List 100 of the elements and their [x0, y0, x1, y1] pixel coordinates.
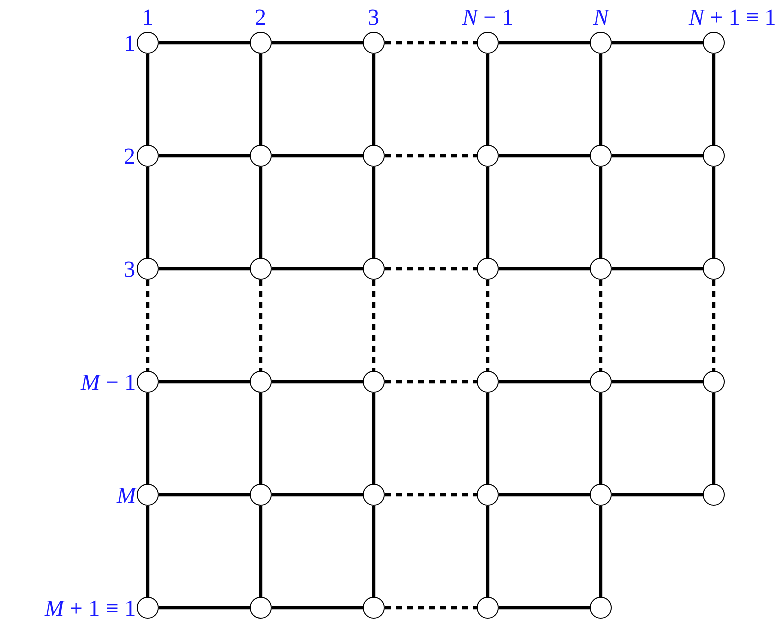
node-circle: [477, 145, 499, 167]
node-circle: [590, 484, 612, 506]
node-circle: [590, 145, 612, 167]
node-circle: [363, 145, 385, 167]
grid-line: [486, 393, 490, 484]
grid-line: [159, 267, 250, 271]
dashed-line: [385, 606, 477, 610]
grid-line: [272, 267, 363, 271]
grid-line: [712, 167, 716, 258]
grid-line: [599, 54, 603, 145]
grid-line: [159, 493, 250, 497]
node-circle: [137, 258, 159, 280]
dashed-line: [385, 380, 477, 384]
node-circle: [250, 371, 272, 393]
dashed-line: [385, 267, 477, 271]
grid-line: [612, 493, 703, 497]
row-index-label: M: [117, 484, 136, 507]
column-index-label: 3: [368, 6, 380, 29]
grid-line: [499, 41, 590, 45]
dashed-line: [712, 280, 716, 371]
grid-line: [159, 380, 250, 384]
grid-line: [146, 393, 150, 484]
dashed-line: [259, 280, 263, 371]
node-circle: [477, 258, 499, 280]
node-circle: [137, 597, 159, 619]
node-circle: [703, 484, 725, 506]
grid-line: [599, 506, 603, 597]
node-circle: [590, 597, 612, 619]
row-index-label: M + 1 ≡ 1: [45, 597, 136, 620]
dashed-line: [599, 280, 603, 371]
node-circle: [250, 32, 272, 54]
dashed-line: [385, 41, 477, 45]
grid-line: [159, 154, 250, 158]
node-circle: [137, 371, 159, 393]
node-circle: [477, 484, 499, 506]
grid-line: [712, 393, 716, 484]
row-index-label: M − 1: [81, 371, 136, 394]
node-circle: [363, 597, 385, 619]
grid-line: [259, 393, 263, 484]
grid-line: [486, 167, 490, 258]
node-circle: [250, 258, 272, 280]
node-circle: [477, 371, 499, 393]
node-circle: [477, 32, 499, 54]
dashed-line: [486, 280, 490, 371]
grid-line: [146, 506, 150, 597]
node-circle: [363, 484, 385, 506]
node-circle: [703, 371, 725, 393]
node-circle: [703, 32, 725, 54]
grid-line: [499, 606, 590, 610]
grid-line: [499, 154, 590, 158]
node-circle: [137, 32, 159, 54]
grid-line: [259, 54, 263, 145]
column-index-label: N + 1 ≡ 1: [689, 6, 776, 29]
row-index-label: 3: [124, 258, 136, 281]
node-circle: [590, 32, 612, 54]
dashed-line: [372, 280, 376, 371]
node-circle: [590, 258, 612, 280]
node-circle: [590, 371, 612, 393]
column-index-label: 1: [142, 6, 154, 29]
grid-line: [372, 393, 376, 484]
grid-line: [272, 41, 363, 45]
grid-line: [146, 54, 150, 145]
grid-line: [159, 41, 250, 45]
dashed-line: [385, 154, 477, 158]
grid-line: [499, 380, 590, 384]
grid-line: [259, 506, 263, 597]
column-index-label: N: [594, 6, 609, 29]
node-circle: [363, 258, 385, 280]
grid-line: [599, 167, 603, 258]
grid-line: [612, 267, 703, 271]
node-circle: [703, 145, 725, 167]
dashed-line: [385, 493, 477, 497]
grid-line: [612, 380, 703, 384]
node-circle: [363, 32, 385, 54]
node-circle: [137, 484, 159, 506]
grid-line: [712, 54, 716, 145]
grid-line: [486, 506, 490, 597]
grid-line: [499, 493, 590, 497]
grid-line: [486, 54, 490, 145]
node-circle: [250, 484, 272, 506]
grid-line: [159, 606, 250, 610]
grid-line: [372, 54, 376, 145]
grid-line: [272, 606, 363, 610]
grid-line: [259, 167, 263, 258]
node-circle: [250, 145, 272, 167]
dashed-line: [146, 280, 150, 371]
grid-line: [272, 154, 363, 158]
node-circle: [477, 597, 499, 619]
grid-line: [372, 167, 376, 258]
grid-line: [612, 41, 703, 45]
node-circle: [703, 258, 725, 280]
node-circle: [137, 145, 159, 167]
row-index-label: 1: [124, 32, 136, 55]
row-index-label: 2: [124, 145, 136, 168]
node-circle: [250, 597, 272, 619]
grid-line: [612, 154, 703, 158]
grid-line: [272, 380, 363, 384]
column-index-label: 2: [255, 6, 266, 29]
node-circle: [363, 371, 385, 393]
grid-line: [599, 393, 603, 484]
